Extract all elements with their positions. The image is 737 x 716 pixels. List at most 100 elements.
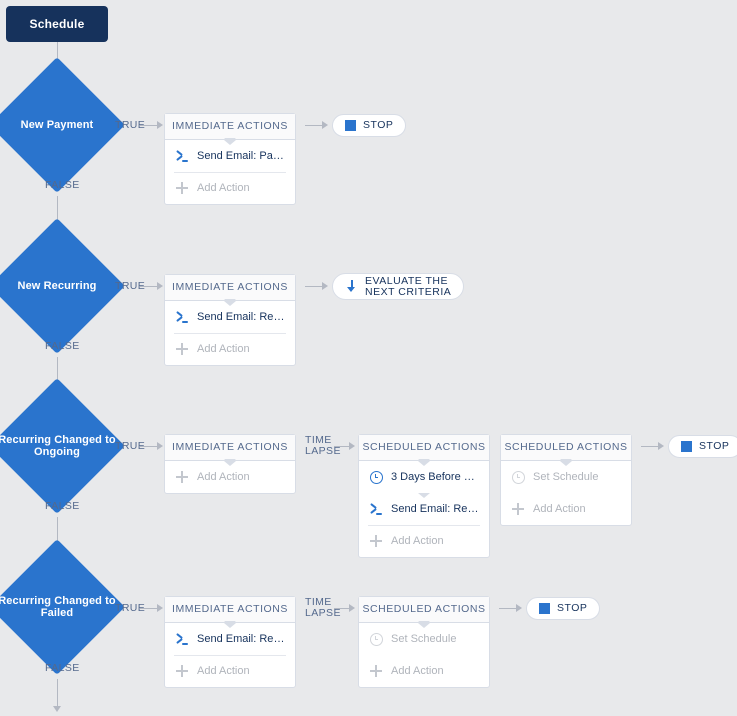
connector-timelapse-3 — [334, 446, 350, 447]
action-row[interactable]: Send Email: Payme... — [165, 140, 295, 172]
connector-start-to-criteria-1 — [57, 42, 58, 70]
card-header: IMMEDIATE ACTIONS — [165, 114, 295, 143]
edge-label-time-lapse-4: TIME LAPSE — [305, 597, 341, 619]
edge-label-false-2: FALSE — [45, 340, 80, 352]
connector-arrowhead — [157, 282, 163, 290]
action-label: Send Email: Recurri... — [197, 633, 286, 645]
card-header: SCHEDULED ACTIONS — [501, 435, 631, 464]
plus-icon — [174, 341, 190, 357]
stop-node-3[interactable]: STOP — [668, 435, 737, 458]
card-header: IMMEDIATE ACTIONS — [165, 275, 295, 304]
connector-false-4 — [57, 679, 58, 706]
action-row[interactable]: Send Email: Recurri... — [165, 623, 295, 655]
card-header: SCHEDULED ACTIONS — [359, 597, 489, 626]
diamond-shape — [0, 378, 125, 514]
edge-label-true-2: TRUE — [115, 280, 146, 292]
time-lapse-line1: TIME — [305, 434, 332, 446]
connector-card-to-stop-4 — [499, 608, 517, 609]
connector-arrowhead — [349, 604, 355, 612]
connector-card-to-stop-1 — [305, 125, 323, 126]
criteria-node-recurring-changed-to-ongoing[interactable]: Recurring Changed to Ongoing — [0, 378, 125, 514]
edge-label-true-4: TRUE — [115, 602, 146, 614]
clock-icon — [510, 469, 526, 485]
connector-card-to-evaluate — [305, 286, 323, 287]
scheduled-actions-card-3a[interactable]: SCHEDULED ACTIONS 3 Days Before Start...… — [358, 434, 490, 558]
apex-code-icon — [174, 148, 190, 164]
immediate-actions-card-4[interactable]: IMMEDIATE ACTIONS Send Email: Recurri...… — [164, 596, 296, 688]
connector-false-2 — [57, 357, 58, 389]
add-action-row-3a[interactable]: Add Action — [359, 525, 489, 557]
connector-arrowhead — [157, 121, 163, 129]
add-action-row-4[interactable]: Add Action — [165, 655, 295, 687]
apex-code-icon — [174, 631, 190, 647]
add-action-label: Add Action — [533, 503, 586, 515]
start-node-label: Schedule — [29, 17, 85, 31]
arrow-down-icon — [345, 280, 358, 293]
apex-code-icon — [368, 501, 384, 517]
scheduled-actions-card-3b[interactable]: SCHEDULED ACTIONS Set Schedule Add Actio… — [500, 434, 632, 526]
plus-icon — [174, 180, 190, 196]
stop-square-icon — [345, 120, 356, 131]
evaluate-next-criteria-node[interactable]: EVALUATE THE NEXT CRITERIA — [332, 273, 465, 300]
diamond-shape — [0, 218, 125, 354]
evaluate-label: EVALUATE THE NEXT CRITERIA — [365, 274, 452, 298]
criteria-node-recurring-changed-to-failed[interactable]: Recurring Changed to Failed — [0, 539, 125, 675]
set-schedule-row-3b[interactable]: Set Schedule — [501, 461, 631, 493]
stop-square-icon — [539, 603, 550, 614]
add-action-label: Add Action — [197, 665, 250, 677]
connector-card-to-stop-3 — [641, 446, 659, 447]
add-action-row-3[interactable]: Add Action — [165, 461, 295, 493]
action-row[interactable]: Send Email: Recurri... — [165, 301, 295, 333]
connector-true-3 — [140, 446, 158, 447]
apex-code-icon — [174, 309, 190, 325]
immediate-actions-card-3[interactable]: IMMEDIATE ACTIONS Add Action — [164, 434, 296, 494]
clock-icon — [368, 631, 384, 647]
action-row[interactable]: Send Email: Recurri... — [359, 493, 489, 525]
plus-icon — [368, 663, 384, 679]
add-action-label: Add Action — [197, 471, 250, 483]
evaluate-label-line1: EVALUATE THE — [365, 274, 449, 287]
add-action-label: Add Action — [197, 182, 250, 194]
immediate-actions-card-2[interactable]: IMMEDIATE ACTIONS Send Email: Recurri...… — [164, 274, 296, 366]
diamond-shape — [0, 539, 125, 675]
plus-icon — [510, 501, 526, 517]
criteria-node-new-payment[interactable]: New Payment — [0, 57, 125, 193]
connector-arrowhead — [157, 604, 163, 612]
add-action-label: Add Action — [197, 343, 250, 355]
connector-arrowhead — [322, 121, 328, 129]
diamond-shape — [0, 57, 125, 193]
add-action-row-3b[interactable]: Add Action — [501, 493, 631, 525]
schedule-row[interactable]: 3 Days Before Start... — [359, 461, 489, 493]
edge-label-false-1: FALSE — [45, 179, 80, 191]
add-action-row-1[interactable]: Add Action — [165, 172, 295, 204]
connector-arrowhead — [516, 604, 522, 612]
connector-arrowhead — [157, 442, 163, 450]
time-lapse-line2: LAPSE — [305, 607, 341, 619]
edge-label-false-3: FALSE — [45, 500, 80, 512]
stop-node-4[interactable]: STOP — [526, 597, 601, 620]
add-action-row-2[interactable]: Add Action — [165, 333, 295, 365]
criteria-node-new-recurring[interactable]: New Recurring — [0, 218, 125, 354]
connector-arrowhead — [53, 706, 61, 712]
plus-icon — [174, 663, 190, 679]
card-header: IMMEDIATE ACTIONS — [165, 597, 295, 626]
set-schedule-row-4[interactable]: Set Schedule — [359, 623, 489, 655]
clock-icon — [368, 469, 384, 485]
connector-timelapse-4 — [334, 608, 350, 609]
connector-true-2 — [140, 286, 158, 287]
scheduled-actions-card-4[interactable]: SCHEDULED ACTIONS Set Schedule Add Actio… — [358, 596, 490, 688]
plus-icon — [174, 469, 190, 485]
set-schedule-label: Set Schedule — [391, 633, 457, 645]
evaluate-label-line2: NEXT CRITERIA — [365, 285, 452, 298]
schedule-label: 3 Days Before Start... — [391, 471, 480, 483]
edge-label-true-3: TRUE — [115, 440, 146, 452]
stop-label: STOP — [557, 602, 588, 614]
start-node-schedule[interactable]: Schedule — [6, 6, 108, 42]
stop-node-1[interactable]: STOP — [332, 114, 407, 137]
add-action-row-4b[interactable]: Add Action — [359, 655, 489, 687]
set-schedule-label: Set Schedule — [533, 471, 599, 483]
card-header: IMMEDIATE ACTIONS — [165, 435, 295, 464]
immediate-actions-card-1[interactable]: IMMEDIATE ACTIONS Send Email: Payme... A… — [164, 113, 296, 205]
connector-arrowhead — [322, 282, 328, 290]
